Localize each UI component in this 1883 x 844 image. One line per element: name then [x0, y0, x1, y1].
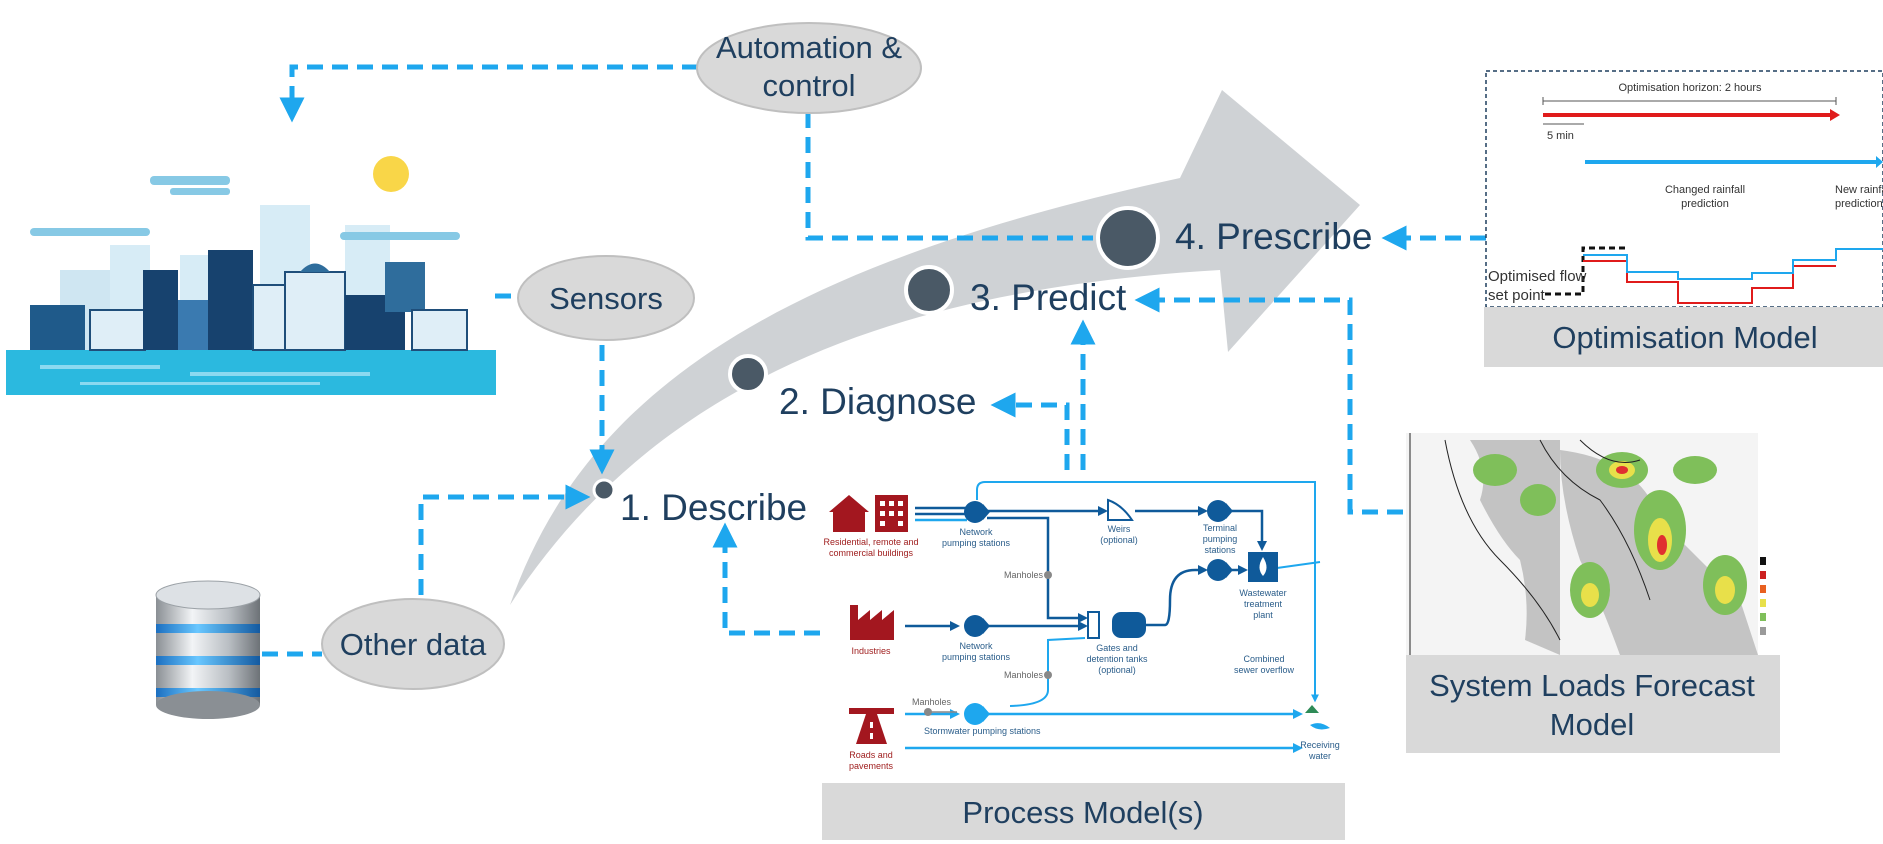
flow-label-1: Optimised flow: [1488, 268, 1587, 285]
process-model-title: Process Model(s): [962, 795, 1203, 830]
pump-icon: [1207, 500, 1233, 522]
pump-icon: [964, 615, 990, 637]
other-data-node: Other data: [321, 598, 505, 690]
rain-radar-map: [1406, 433, 1768, 655]
receiving-label-2: water: [1308, 751, 1331, 761]
wwtp-label-1: Wastewater: [1239, 588, 1286, 598]
manholes-label-c: Manholes: [912, 697, 952, 707]
network-ps-a-label-1: Network: [959, 527, 993, 537]
gates-label-2: detention tanks: [1086, 654, 1148, 664]
pump-icon: [1207, 559, 1233, 581]
new-rainfall-label-1: New rainfa: [1835, 184, 1883, 196]
building-icon: [875, 495, 908, 532]
terminal-label-3: stations: [1204, 545, 1236, 555]
automation-control-node: Automation & control: [696, 22, 922, 114]
weir-icon: [1107, 498, 1134, 521]
flow-connectors: [262, 64, 1486, 657]
diagnose-label: 2. Diagnose: [779, 381, 976, 422]
receiving-water-icon: [1305, 705, 1330, 730]
buildings-label-2: commercial buildings: [829, 548, 914, 558]
forecast-model-panel: System Loads Forecast Model: [1406, 423, 1780, 753]
manholes-label-b: Manholes: [1004, 670, 1044, 680]
automation-label-line2: control: [762, 68, 855, 103]
gates-label-3: (optional): [1098, 665, 1136, 675]
forecast-title-line1: System Loads Forecast: [1429, 668, 1755, 703]
network-ps-b-label-1: Network: [959, 641, 993, 651]
wastewater-plant-icon: [1248, 552, 1278, 582]
factory-icon: [850, 605, 894, 640]
wwtp-label-2: treatment: [1244, 599, 1283, 609]
step-label: 5 min: [1547, 130, 1574, 142]
pump-icon: [964, 703, 990, 725]
sensors-node: Sensors: [517, 255, 695, 341]
process-model-panel: Process Model(s): [822, 783, 1345, 840]
cso-label-1: Combined: [1243, 654, 1284, 664]
terminal-label-1: Terminal: [1203, 523, 1237, 533]
weirs-label-1: Weirs: [1108, 524, 1131, 534]
house-icon: [829, 495, 869, 532]
buildings-label-1: Residential, remote and: [823, 537, 918, 547]
wwtp-label-3: plant: [1253, 610, 1273, 620]
gates-label-1: Gates and: [1096, 643, 1138, 653]
terminal-label-2: pumping: [1203, 534, 1238, 544]
sun-icon: [373, 156, 409, 192]
roads-label-1: Roads and: [849, 750, 893, 760]
prescribe-label: 4. Prescribe: [1175, 216, 1372, 257]
receiving-label-1: Receiving: [1300, 740, 1340, 750]
forecast-title-line2: Model: [1550, 707, 1634, 742]
pump-icon: [964, 501, 990, 523]
prescribe-marker: [1096, 206, 1160, 270]
sensors-label: Sensors: [549, 281, 663, 316]
cso-label-2: sewer overflow: [1234, 665, 1295, 675]
network-ps-b-label-2: pumping stations: [942, 652, 1011, 662]
changed-rainfall-label-2: prediction: [1681, 198, 1729, 210]
describe-label: 1. Describe: [620, 487, 807, 528]
automation-label-line1: Automation &: [716, 30, 902, 65]
flow-label-2: set point: [1488, 287, 1546, 304]
road-icon: [849, 708, 894, 744]
new-rainfall-label-2: prediction: [1835, 198, 1883, 210]
weirs-label-2: (optional): [1100, 535, 1138, 545]
describe-marker: [592, 478, 616, 502]
optimisation-title: Optimisation Model: [1552, 320, 1817, 355]
database-icon: [155, 580, 261, 719]
optimisation-model-panel: Optimisation horizon: 2 hours 5 min Chan…: [1484, 70, 1883, 367]
network-ps-a-label-2: pumping stations: [942, 538, 1011, 548]
diagnose-marker: [728, 354, 768, 394]
changed-rainfall-label-1: Changed rainfall: [1665, 184, 1745, 196]
predict-marker: [904, 265, 954, 315]
city-skyline-icon: [6, 176, 496, 395]
industries-label: Industries: [851, 646, 891, 656]
roads-label-2: pavements: [849, 761, 894, 771]
process-diagram: Residential, remote and commercial build…: [823, 481, 1340, 771]
other-data-label: Other data: [340, 627, 487, 662]
horizon-label: Optimisation horizon: 2 hours: [1618, 82, 1762, 94]
gate-tank-icon: [1087, 611, 1146, 639]
stormwater-label: Stormwater pumping stations: [924, 726, 1041, 736]
predict-label: 3. Predict: [970, 277, 1127, 318]
manholes-label-a: Manholes: [1004, 570, 1044, 580]
